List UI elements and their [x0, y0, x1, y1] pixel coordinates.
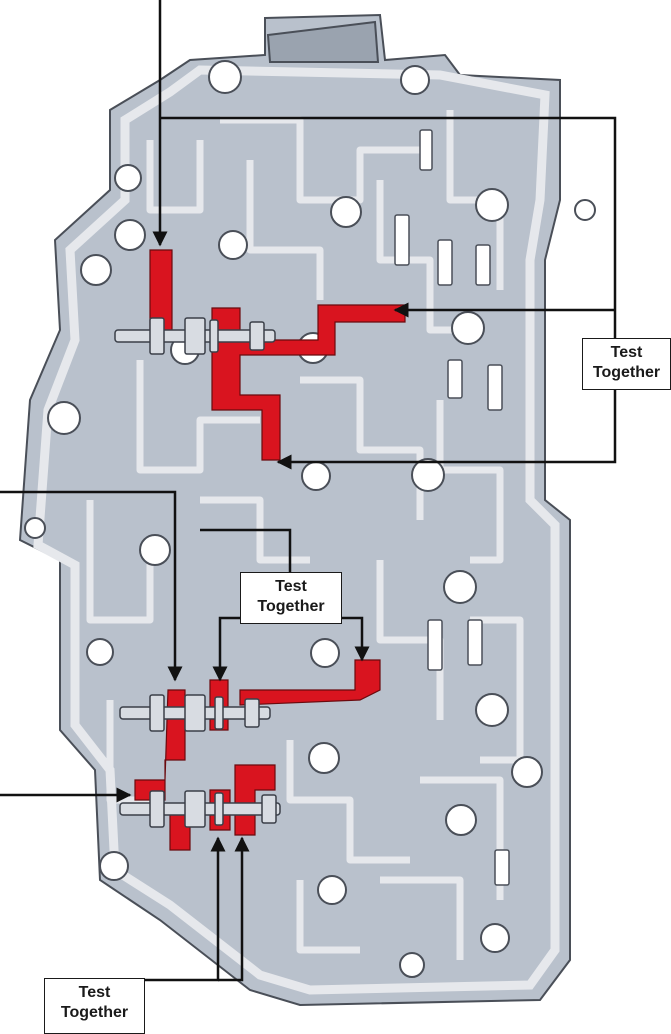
bolt-hole-icon	[24, 517, 46, 539]
label-middle-line2: Together	[257, 598, 325, 615]
label-middle: Test Together	[240, 572, 342, 624]
bolt-hole-icon	[139, 534, 171, 566]
bolt-hole-icon	[86, 638, 114, 666]
top-tab	[266, 20, 380, 63]
leader-middle-top	[200, 528, 292, 572]
leader-lines	[0, 0, 617, 982]
gasket-outline	[33, 65, 560, 995]
bolt-hole-icon	[399, 952, 425, 978]
bolt-hole-icon	[80, 254, 112, 286]
bolt-hole-icon	[400, 65, 430, 95]
bolt-hole-icon	[330, 196, 362, 228]
bolt-hole-icon	[208, 60, 242, 94]
label-bottom: Test Together	[44, 978, 145, 1034]
bolt-hole-icon	[443, 570, 477, 604]
label-bottom-line1: Test	[78, 984, 111, 1001]
slots	[394, 129, 510, 886]
bolt-hole-icon	[301, 461, 331, 491]
bolt-hole-icon	[99, 851, 129, 881]
bolt-hole-icon	[310, 638, 340, 668]
label-middle-line1: Test	[275, 578, 307, 595]
leader-right-bracket	[160, 116, 617, 470]
arrow-icon	[212, 616, 240, 682]
label-right-line2: Together	[592, 364, 661, 381]
valve-spool-icon	[119, 790, 281, 828]
bolt-hole-icon	[308, 742, 340, 774]
label-bottom-line2: Together	[60, 1004, 129, 1021]
arrow-icon	[342, 616, 370, 662]
bolt-hole-icon	[317, 875, 347, 905]
fluid-passages	[86, 110, 524, 960]
label-right-line1: Test	[610, 344, 643, 361]
bolt-hole-icon	[47, 401, 81, 435]
bolt-hole-icon	[445, 804, 477, 836]
bolt-hole-icon	[475, 188, 509, 222]
bolt-hole-icon	[114, 164, 142, 192]
bolt-hole-icon	[475, 693, 509, 727]
label-right: Test Together	[582, 338, 671, 390]
bolt-hole-icon	[411, 458, 445, 492]
arrow-icon	[0, 490, 183, 682]
bolt-holes	[24, 60, 596, 978]
bolt-hole-icon	[480, 923, 510, 953]
bolt-hole-icon	[574, 199, 596, 221]
arrow-icon	[218, 836, 250, 982]
valve-spool-icon	[119, 694, 271, 732]
bolt-hole-icon	[511, 756, 543, 788]
bolt-hole-icon	[218, 230, 248, 260]
valve-spool-icon	[114, 317, 276, 355]
bolt-hole-icon	[451, 311, 485, 345]
bolt-hole-icon	[114, 219, 146, 251]
